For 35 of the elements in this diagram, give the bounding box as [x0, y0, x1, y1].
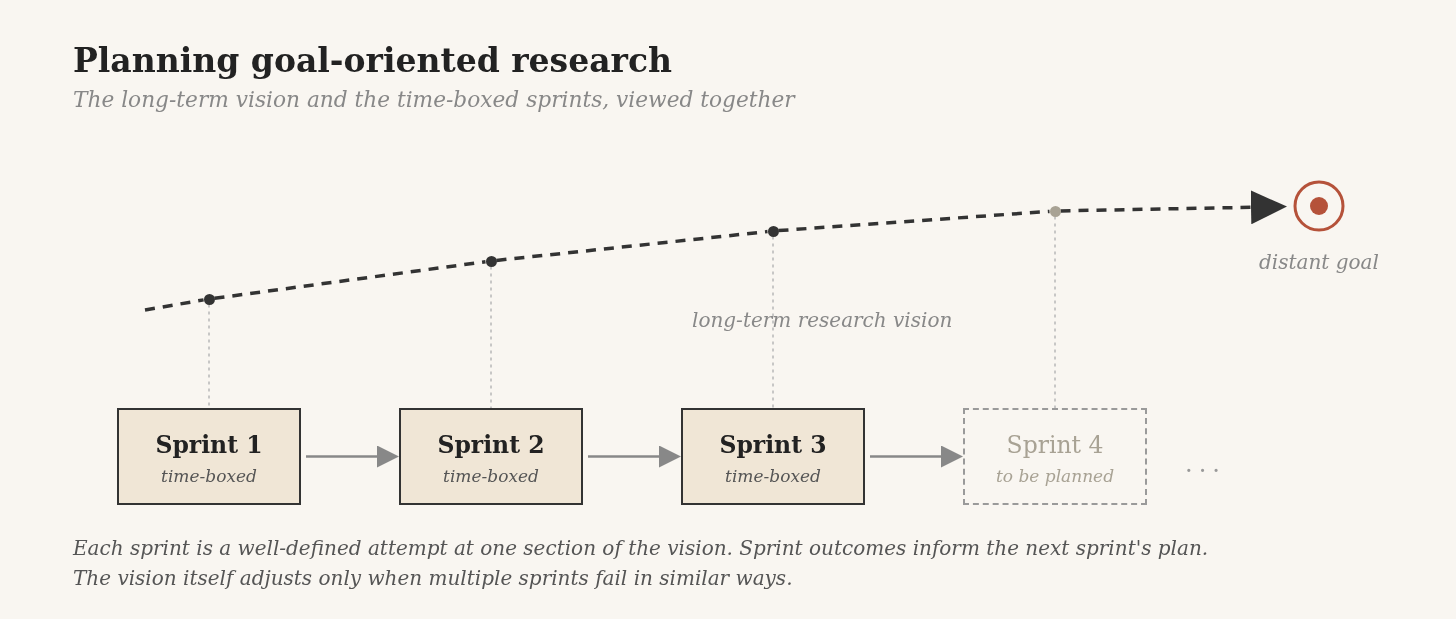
dashed-line [214, 259, 486, 301]
caption: Each sprint is a well-defined attempt at one section of the vision. Sprint outcomes inform the next sprint's plan. The vision itself adjusts only when multiple sprints fail in similar ways. [73, 535, 1210, 592]
sprint-note: time-boxed [161, 465, 257, 487]
dotted-line [1054, 215, 1056, 409]
sprint-note: to be planned [995, 465, 1115, 487]
milestone-dot [1049, 205, 1061, 217]
vision-label: long-term research vision [692, 308, 953, 332]
target-icon [1293, 180, 1345, 232]
title: Planning goal-oriented research [73, 41, 673, 81]
arrow [870, 445, 963, 468]
milestone-dot [485, 255, 497, 267]
arrow [306, 445, 399, 468]
dashed-line [144, 298, 204, 312]
sprint-title: Sprint 1 [155, 431, 263, 459]
sprint-box [963, 408, 1147, 505]
sprint-title: Sprint 3 [719, 431, 827, 459]
dashed-arrow [1060, 190, 1287, 225]
arrow [588, 445, 681, 468]
dashed-line [496, 229, 768, 263]
sprint-note: time-boxed [443, 465, 539, 487]
dotted-line [772, 235, 774, 409]
dotted-line [490, 265, 492, 409]
milestone-dot [203, 293, 215, 305]
subtitle: The long-term vision and the time-boxed sprints, viewed together [73, 87, 795, 113]
dotted-line [208, 303, 210, 409]
sprint-note: time-boxed [725, 465, 821, 487]
sprint-box [117, 408, 301, 505]
sprint-box [681, 408, 865, 505]
sprint-box [399, 408, 583, 505]
sprint-title: Sprint 4 [1006, 431, 1104, 459]
goal-label: distant goal [1259, 250, 1379, 274]
dashed-line [778, 209, 1050, 233]
sprint-title: Sprint 2 [437, 431, 545, 459]
milestone-dot [767, 225, 779, 237]
continuation-ellipsis: ... [1185, 452, 1226, 476]
